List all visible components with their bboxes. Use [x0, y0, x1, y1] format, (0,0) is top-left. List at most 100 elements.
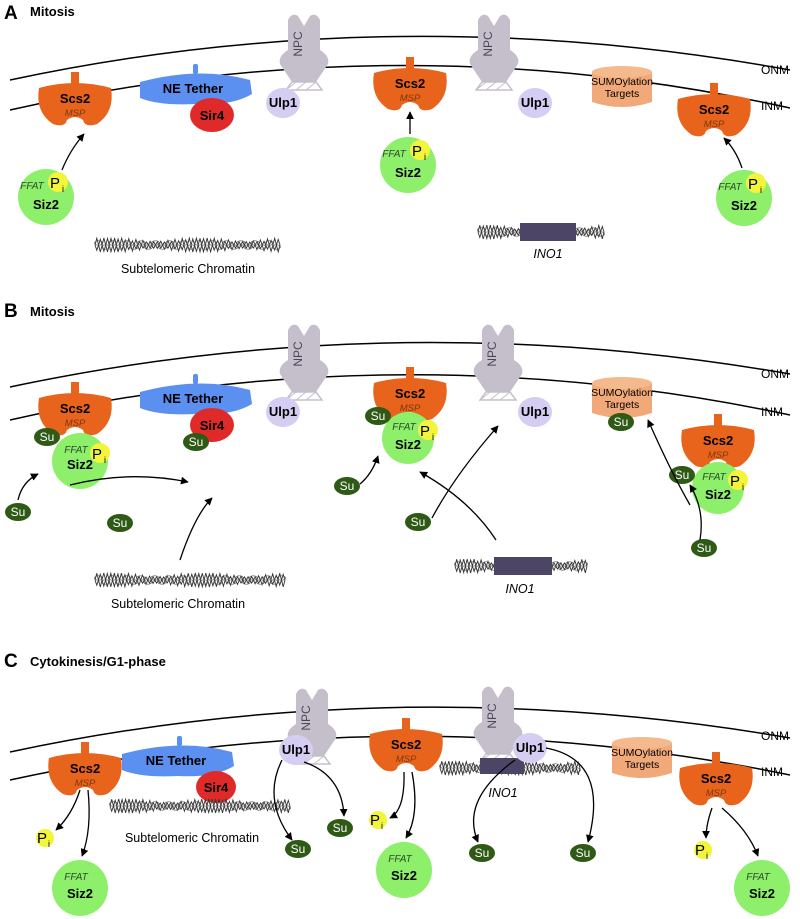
sumo-icon	[327, 819, 353, 837]
chromatin-loop	[468, 561, 477, 567]
siz2-protein: FFAT Siz2	[734, 860, 790, 916]
tether-label: NE Tether	[146, 753, 206, 768]
chromatin-loop	[261, 801, 271, 807]
chromatin-loop	[461, 565, 470, 571]
chromatin-loop	[474, 565, 484, 571]
ulp1-label: Ulp1	[282, 742, 310, 757]
tether-label: NE Tether	[163, 81, 223, 96]
scs2-label: Scs2	[70, 761, 100, 776]
chromatin-label: Subtelomeric Chromatin	[121, 262, 255, 276]
chromatin-loop	[199, 805, 208, 811]
chromatin-loop	[192, 801, 201, 807]
sumo-label: Su	[411, 515, 426, 529]
inm-label: INM	[761, 765, 783, 779]
phosphate-subscript: i	[742, 482, 744, 492]
scs2-protein: Scs2 MSP	[679, 752, 753, 806]
chromatin-loop	[558, 565, 568, 571]
siz2-label: Siz2	[395, 165, 421, 180]
chromatin-loop	[129, 805, 139, 811]
sumo-icon	[405, 513, 431, 531]
chromatin-loop	[484, 231, 493, 237]
npc-label: NPC	[299, 705, 313, 731]
targets-line1: SUMOylation	[591, 76, 653, 88]
inner-nuclear-membrane	[9, 64, 791, 111]
chromatin-loop	[282, 805, 291, 811]
msp-domain-label: MSP	[65, 418, 86, 429]
panel-letter: A	[4, 3, 18, 24]
panel-c: C Cytokinesis/G1-phase ONM INM NPC Ulp1 …	[4, 651, 791, 916]
npc-label: NPC	[291, 31, 305, 57]
chromatin-loop	[165, 240, 175, 246]
phosphate-subscript: i	[706, 851, 708, 861]
scs2-protein: Scs2 MSP	[373, 57, 447, 111]
chromatin-loop	[247, 801, 257, 807]
chromatin-loop	[94, 240, 103, 246]
ulp1-protein	[518, 88, 552, 118]
sumo-label: Su	[291, 842, 306, 856]
siz2-label: Siz2	[33, 197, 59, 212]
sumo-label: Su	[11, 505, 26, 519]
chromatin-loop	[263, 575, 272, 581]
chromatin-loop	[498, 231, 507, 237]
targets-line2: Targets	[605, 399, 639, 411]
subtelomeric-chromatin	[94, 236, 281, 254]
nuclear-pore-complex: NPC	[473, 324, 523, 401]
targets-line2: Targets	[605, 88, 639, 100]
release-arrow	[471, 759, 516, 843]
ino1-gene	[480, 758, 524, 774]
ulp1-label: Ulp1	[269, 404, 297, 419]
chromatin-loop	[178, 801, 188, 807]
sir4-protein	[190, 98, 234, 132]
subtelomeric-chromatin	[94, 571, 286, 589]
msp-domain-label: MSP	[706, 788, 727, 799]
chromatin-loop	[157, 579, 167, 585]
scs2-label: Scs2	[60, 91, 90, 106]
release-arrow	[55, 789, 81, 831]
chromatin-loop	[272, 244, 281, 250]
chromatin-loop	[551, 763, 560, 769]
sumo-transfer-arrow	[419, 471, 497, 541]
chromatin-loop	[178, 575, 188, 581]
chromatin-loop	[157, 805, 167, 811]
release-arrow	[80, 789, 90, 857]
sumo-icon	[608, 413, 634, 431]
msp-domain-label: MSP	[400, 93, 421, 104]
chromatin-loop	[179, 240, 189, 246]
chromatin-loop	[143, 805, 153, 811]
chromatin-loop	[212, 805, 222, 811]
chromatin-loop	[122, 575, 132, 581]
chromatin-loop	[115, 579, 124, 585]
release-arrow	[702, 807, 713, 839]
chromatin-loop	[200, 244, 210, 250]
sumo-icon	[5, 503, 31, 521]
recruitment-arrow	[61, 133, 85, 171]
chromatin-loop	[122, 240, 132, 246]
sir4-label: Sir4	[200, 418, 225, 433]
phosphate-icon	[694, 841, 712, 859]
phosphate-icon	[369, 811, 387, 829]
inm-label: INM	[761, 99, 783, 113]
nuclear-pore-complex: NPC	[279, 324, 329, 401]
siz2-label: Siz2	[391, 868, 417, 883]
phase-label: Cytokinesis/G1-phase	[30, 654, 166, 669]
release-arrow	[405, 771, 416, 839]
onm-label: ONM	[761, 367, 789, 381]
outer-nuclear-membrane	[9, 35, 791, 81]
phosphate-subscript: i	[432, 432, 434, 442]
sumo-transfer-arrow	[359, 455, 380, 485]
release-arrow	[389, 771, 405, 819]
sumo-label: Su	[40, 430, 55, 444]
ulp1-label: Ulp1	[521, 404, 549, 419]
chromatin-loop	[481, 561, 491, 567]
chromatin-loop	[208, 240, 217, 246]
scs2-protein: Scs2 MSP	[677, 83, 751, 137]
phosphate-icon	[90, 443, 110, 463]
msp-domain-label: MSP	[400, 403, 421, 414]
sumo-icon	[34, 428, 60, 446]
chromatin-loop	[530, 767, 539, 773]
phosphate-label: P	[730, 473, 740, 490]
chromatin-loop	[558, 767, 567, 773]
chromatin-loop	[94, 575, 103, 581]
chromatin-loop	[150, 801, 160, 807]
